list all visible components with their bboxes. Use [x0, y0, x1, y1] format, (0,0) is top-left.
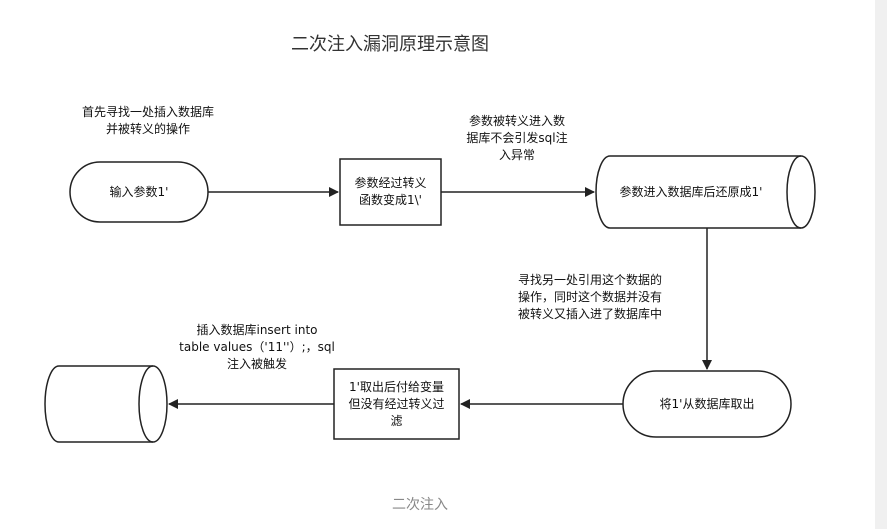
note-find-other: 寻找另一处引用这个数据的 操作，同时这个数据并没有 被转义又插入进了数据库中 — [517, 273, 662, 321]
assign-label: 1'取出后付给变量 但没有经过转义过 滤 — [348, 380, 445, 428]
note-insert-trigger: 插入数据库insert into table values（'11''）;，sq… — [179, 323, 335, 371]
assign-process-box — [333, 368, 460, 440]
database-cylinder-top — [595, 155, 816, 229]
diagram-title: 二次注入漏洞原理示意图 — [291, 34, 489, 55]
note-escaped: 参数被转义进入数 据库不会引发sql注 入异常 — [466, 114, 568, 162]
db-restore-label: 参数进入数据库后还原成1' — [619, 185, 763, 199]
page-edge-strip — [875, 0, 887, 529]
database-cylinder-bottom — [44, 365, 168, 443]
note-first-step: 首先寻找一处插入数据库 并被转义的操作 — [81, 105, 214, 136]
figure-caption: 二次注入 — [392, 497, 448, 513]
input-label: 输入参数1' — [109, 185, 169, 199]
escape-process-box — [339, 158, 442, 226]
fetch-label: 将1'从数据库取出 — [659, 397, 755, 411]
escape-label: 参数经过转义 函数变成1\' — [354, 176, 427, 207]
